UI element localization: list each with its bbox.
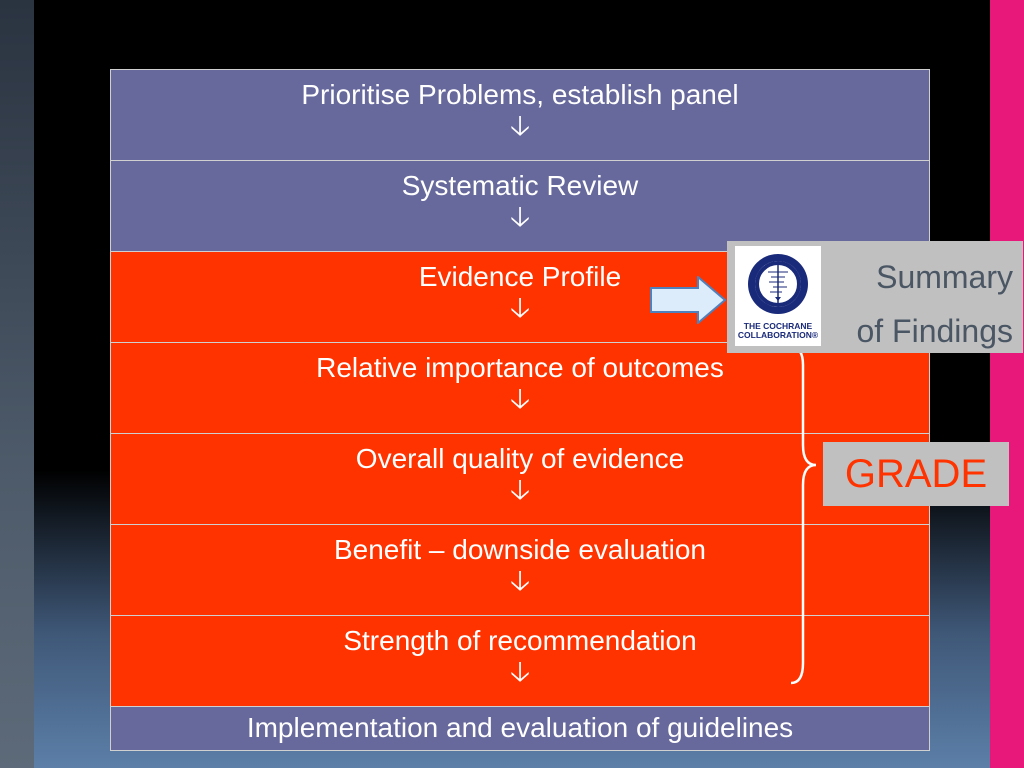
step-box-7: Strength of recommendation 🡣 bbox=[110, 615, 930, 707]
cochrane-logo: THE COCHRANE COLLABORATION® bbox=[735, 246, 821, 346]
flow-step-2: Systematic Review 🡣 bbox=[110, 160, 930, 252]
step-box-1: Prioritise Problems, establish panel 🡣 bbox=[110, 69, 930, 161]
right-arrow-icon bbox=[650, 276, 726, 324]
step-label-5: Overall quality of evidence bbox=[355, 443, 685, 474]
step-box-4: Relative importance of outcomes 🡣 bbox=[110, 342, 930, 434]
logo-text: THE COCHRANE COLLABORATION® bbox=[735, 322, 821, 340]
step-label-6: Benefit – downside evaluation bbox=[333, 534, 707, 565]
step-label-8: Implementation and evaluation of guideli… bbox=[246, 712, 794, 743]
step-label-2: Systematic Review bbox=[401, 170, 639, 201]
down-arrow-icon: 🡣 bbox=[509, 383, 531, 415]
flow-step-6: Benefit – downside evaluation 🡣 bbox=[110, 524, 930, 616]
down-arrow-icon: 🡣 bbox=[509, 656, 531, 688]
step-box-8: Implementation and evaluation of guideli… bbox=[110, 706, 930, 751]
logo-text-line-1: THE COCHRANE bbox=[743, 321, 813, 332]
arrow-shape-path bbox=[650, 276, 726, 324]
logo-text-line-2: COLLABORATION® bbox=[737, 330, 819, 341]
brace-path bbox=[790, 345, 817, 685]
flow-step-5: Overall quality of evidence 🡣 bbox=[110, 433, 930, 525]
step-label-3: Evidence Profile bbox=[418, 261, 622, 292]
guideline-process-flowchart: Prioritise Problems, establish panel 🡣 S… bbox=[110, 69, 930, 751]
down-arrow-icon: 🡣 bbox=[509, 201, 531, 233]
left-background-band bbox=[0, 0, 34, 768]
summary-line-1: Summary bbox=[876, 259, 1013, 295]
flow-step-7: Strength of recommendation 🡣 bbox=[110, 615, 930, 707]
flow-step-8: Implementation and evaluation of guideli… bbox=[110, 706, 930, 751]
right-accent-band bbox=[990, 0, 1024, 768]
summary-of-findings-panel: THE COCHRANE COLLABORATION® Summary of F… bbox=[727, 241, 1023, 353]
grade-brace bbox=[790, 345, 817, 685]
step-box-6: Benefit – downside evaluation 🡣 bbox=[110, 524, 930, 616]
step-box-2: Systematic Review 🡣 bbox=[110, 160, 930, 252]
grade-label: GRADE bbox=[844, 451, 988, 496]
down-arrow-icon: 🡣 bbox=[509, 292, 531, 324]
down-arrow-icon: 🡣 bbox=[509, 474, 531, 506]
summary-of-findings-text: Summary of Findings bbox=[856, 251, 1013, 359]
step-label-4: Relative importance of outcomes bbox=[316, 352, 724, 383]
flow-step-4: Relative importance of outcomes 🡣 bbox=[110, 342, 930, 434]
down-arrow-icon: 🡣 bbox=[509, 110, 531, 142]
step-box-5: Overall quality of evidence 🡣 bbox=[110, 433, 930, 525]
step-label-1: Prioritise Problems, establish panel bbox=[301, 79, 739, 110]
cochrane-emblem-icon bbox=[748, 254, 808, 314]
flow-step-1: Prioritise Problems, establish panel 🡣 bbox=[110, 69, 930, 161]
grade-label-box: GRADE bbox=[823, 442, 1009, 506]
down-arrow-icon: 🡣 bbox=[509, 565, 531, 597]
summary-line-2: of Findings bbox=[856, 312, 1013, 349]
step-label-7: Strength of recommendation bbox=[343, 625, 697, 656]
